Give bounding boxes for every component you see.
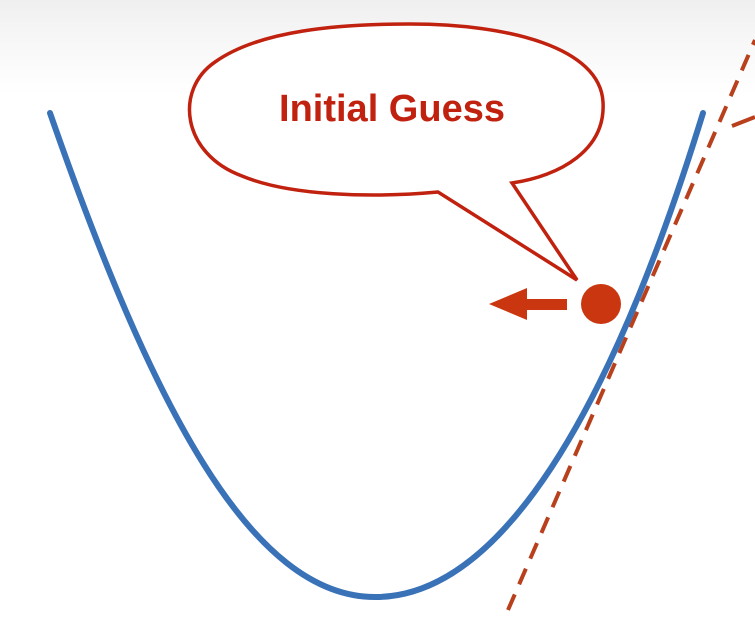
- loss-curve: [47, 110, 706, 601]
- initial-guess-point: [581, 284, 621, 324]
- speech-bubble: [187, 22, 605, 282]
- left-arrow-icon: [489, 288, 567, 320]
- callout-label: Initial Guess: [279, 88, 505, 130]
- tangent-label-line: [731, 115, 755, 128]
- tangent-line: [506, 39, 755, 611]
